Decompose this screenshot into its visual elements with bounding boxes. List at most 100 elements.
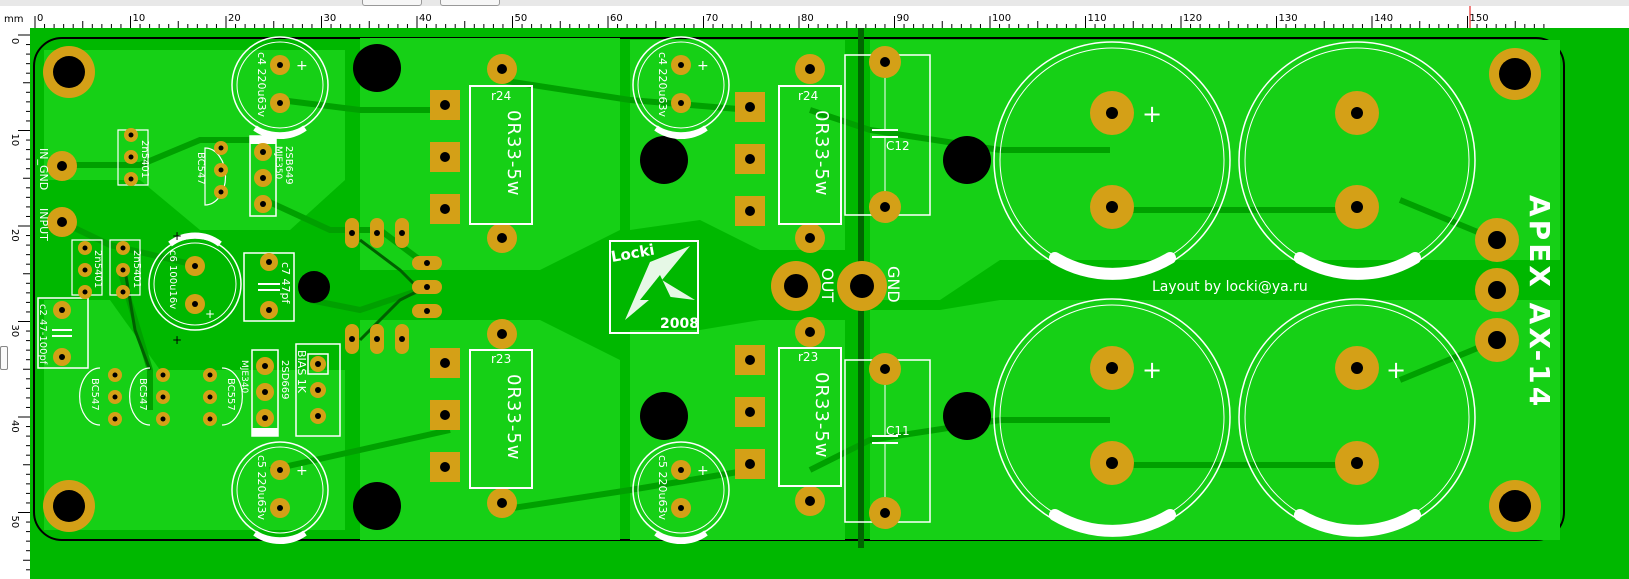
ruler-tick-label: 140 xyxy=(1374,13,1393,24)
svg-text:BC547: BC547 xyxy=(195,152,206,185)
ruler-tick-label: 50 xyxy=(9,516,20,529)
plus-sign: + xyxy=(697,58,709,74)
cap-label: c2 47-100pf xyxy=(37,304,48,365)
svg-text:+: + xyxy=(1142,356,1162,384)
mounting-holes xyxy=(43,46,1541,532)
svg-text:+: + xyxy=(172,229,182,243)
resistor-r24-left: r24 0R33-5w xyxy=(469,54,533,253)
transistor-q3-2n5401: 2n5401 xyxy=(109,239,142,299)
ruler-ticks: 0 10 20 30 40 50 xyxy=(9,34,30,571)
svg-text:2SB649: 2SB649 xyxy=(283,146,294,185)
ruler-tick-label: 0 xyxy=(37,13,43,24)
transistor-q1-2n5401: 2n5401 xyxy=(117,128,150,186)
svg-text:0R33-5w: 0R33-5w xyxy=(503,110,524,197)
input-label: INPUT xyxy=(37,208,50,241)
ruler-tick-label: 60 xyxy=(610,13,623,24)
transistor-bc547-bottom-1: BC547 xyxy=(79,367,122,426)
filter-cap-3: + xyxy=(993,298,1231,537)
filter-cap-1: + xyxy=(993,41,1231,280)
svg-text:r24: r24 xyxy=(798,89,818,103)
cap-c4-right: + c4 220u63v xyxy=(632,36,730,140)
gnd-terminal: GND xyxy=(837,261,903,311)
svg-text:BC547: BC547 xyxy=(137,378,148,411)
driver-2sb649: 2SB649 MJE350 xyxy=(249,135,294,217)
svg-text:+: + xyxy=(1142,100,1162,128)
svg-text:C12: C12 xyxy=(886,139,910,153)
ruler-tick-label: 30 xyxy=(9,325,20,338)
cap-c2: c2 47-100pf xyxy=(37,297,89,369)
ruler-tick-label: 130 xyxy=(1279,13,1298,24)
svg-text:0R33-5w: 0R33-5w xyxy=(811,110,832,197)
resistor-r24-right: r24 0R33-5w xyxy=(778,54,842,253)
svg-text:2n5401: 2n5401 xyxy=(139,140,150,178)
svg-text:2n5401: 2n5401 xyxy=(92,250,103,288)
svg-text:r23: r23 xyxy=(491,352,511,366)
ruler-tick-label: 0 xyxy=(9,38,20,44)
svg-text:BIAS 1K: BIAS 1K xyxy=(295,350,308,394)
svg-text:OUT: OUT xyxy=(818,268,837,302)
svg-text:BC547: BC547 xyxy=(89,378,100,411)
svg-text:2SD669: 2SD669 xyxy=(279,360,290,400)
filter-cap-4: + xyxy=(1238,298,1476,537)
ruler-tick-label: 20 xyxy=(9,229,20,242)
svg-text:MJE350: MJE350 xyxy=(273,146,283,180)
cap-c6: + c6 100u16v + + xyxy=(148,229,242,347)
cap-c11: C11 xyxy=(844,353,931,529)
ruler-tick-label: 70 xyxy=(706,13,719,24)
board-title: APEX AX-14 xyxy=(1523,195,1556,409)
ruler-tick-label: 100 xyxy=(992,13,1011,24)
svg-text:MJE340: MJE340 xyxy=(239,360,249,394)
svg-text:BC557: BC557 xyxy=(225,378,236,411)
resistor-r23-right: r23 0R33-5w xyxy=(778,317,842,516)
transistor-bc547-bottom-2: BC547 xyxy=(129,367,170,426)
svg-text:r23: r23 xyxy=(798,350,818,364)
pcb-canvas[interactable]: IN_GND INPUT + c4 220u63v + c5 220u63v +… xyxy=(30,28,1629,579)
cap-label: c4 220u63v xyxy=(656,52,669,118)
toolbar-button[interactable] xyxy=(362,0,422,6)
plus-sign: + xyxy=(697,463,709,479)
power-connector xyxy=(1475,218,1519,362)
svg-text:+: + xyxy=(1386,356,1406,384)
panel-collapse-handle[interactable] xyxy=(0,346,8,370)
driver-2sd669: MJE340 2SD669 xyxy=(239,349,290,437)
svg-text:2008: 2008 xyxy=(660,316,699,332)
filter-cap-2 xyxy=(1238,41,1476,280)
cap-c7: c7 47pf xyxy=(243,252,295,322)
transistor-q2-2n5401: 2n5401 xyxy=(71,239,103,299)
bias-trimmer: BIAS 1K xyxy=(295,343,341,437)
copper-pours xyxy=(44,38,1560,540)
ruler-unit-label: mm xyxy=(4,14,24,25)
plus-sign: + xyxy=(296,58,308,74)
cap-label: c6 100u16v xyxy=(167,250,178,309)
ruler-tick-label: 40 xyxy=(9,420,20,433)
in-gnd-label: IN_GND xyxy=(37,148,50,190)
plus-sign: + xyxy=(296,463,308,479)
ruler-tick-label: 80 xyxy=(801,13,814,24)
ruler-tick-label: 120 xyxy=(1183,13,1202,24)
transistor-bc557: BC557 xyxy=(203,367,243,426)
connector-pad-holes xyxy=(349,230,430,342)
ruler-tick-label: 50 xyxy=(515,13,528,24)
svg-text:GND: GND xyxy=(884,266,903,303)
input-pads xyxy=(47,151,77,237)
ruler-tick-label: 10 xyxy=(9,134,20,147)
out-terminal: OUT xyxy=(771,261,837,311)
layout-credit: Layout by locki@ya.ru xyxy=(1152,279,1308,295)
svg-text:r24: r24 xyxy=(491,89,511,103)
cap-label: c5 220u63v xyxy=(255,455,268,521)
vertical-ruler[interactable]: 0 10 20 30 40 50 xyxy=(0,28,31,579)
drill-holes xyxy=(298,44,991,530)
cap-label: c7 47pf xyxy=(279,262,292,305)
ruler-tick-label: 10 xyxy=(133,13,146,24)
cap-c4-left: + c4 220u63v xyxy=(231,36,329,140)
cap-c5-right: + c5 220u63v xyxy=(632,441,730,545)
transistor-bc547-top: BC547 xyxy=(195,141,228,206)
toolbar-button[interactable] xyxy=(440,0,500,6)
ruler-tick-label: 30 xyxy=(324,13,337,24)
cap-c12: C12 xyxy=(844,46,931,223)
resistor-r23-left: r23 0R33-5w xyxy=(469,319,533,518)
cap-c5-left: + c5 220u63v xyxy=(231,441,329,545)
ruler-tick-label: 110 xyxy=(1088,13,1107,24)
